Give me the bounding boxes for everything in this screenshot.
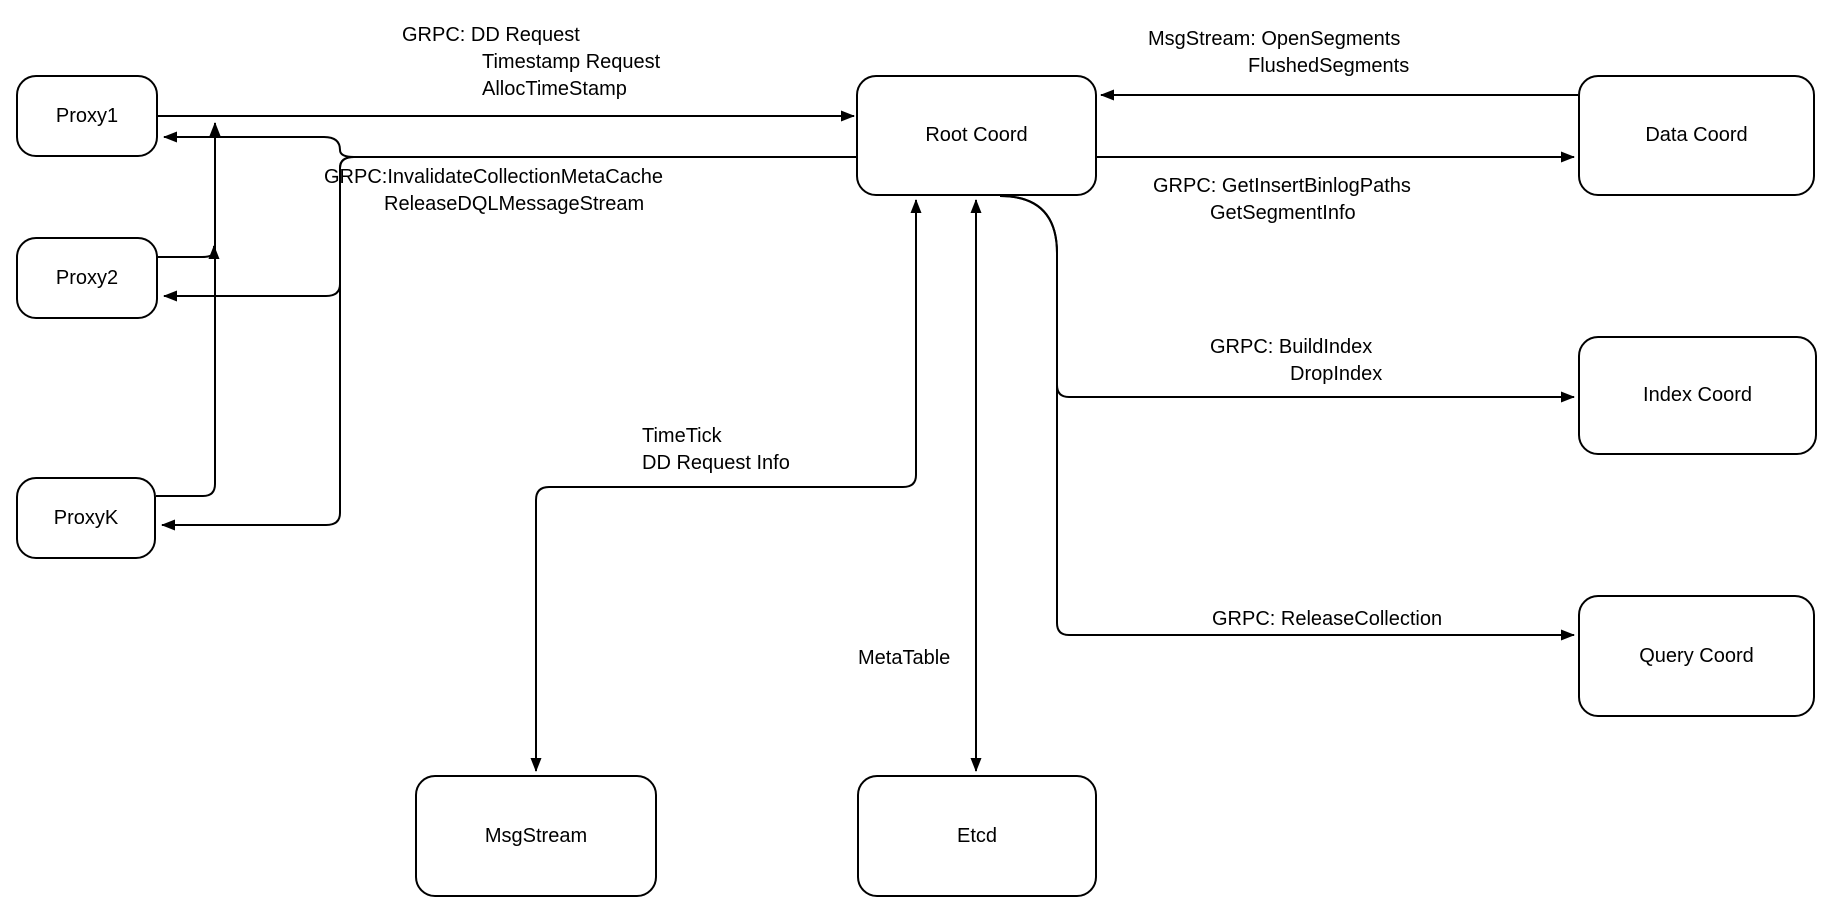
edge-rootcoord-to-proxy1: [163, 131, 856, 158]
node-root-coord: Root Coord: [856, 75, 1097, 196]
edge-proxy2-merge-line: [158, 245, 220, 259]
node-etcd: Etcd: [857, 775, 1097, 897]
edge-proxyk-merge-line: [156, 122, 221, 497]
edge-rootcoord-to-proxyk: [161, 156, 856, 531]
node-proxyk: ProxyK: [16, 477, 156, 559]
node-data-coord: Data Coord: [1578, 75, 1815, 196]
edge-label-grpc-releasecollection: GRPC: ReleaseCollection: [1212, 608, 1443, 630]
edge-label-metatable: MetaTable: [858, 647, 951, 669]
node-index-coord: Index Coord: [1578, 336, 1817, 455]
node-msgstream: MsgStream: [415, 775, 657, 897]
node-query-coord: Query Coord: [1578, 595, 1815, 717]
edge-rootcoord-msgstream: [530, 199, 922, 772]
node-proxy1: Proxy1: [16, 75, 158, 157]
node-proxy2: Proxy2: [16, 237, 158, 319]
edge-rootcoord-to-querycoord: [999, 195, 1575, 641]
